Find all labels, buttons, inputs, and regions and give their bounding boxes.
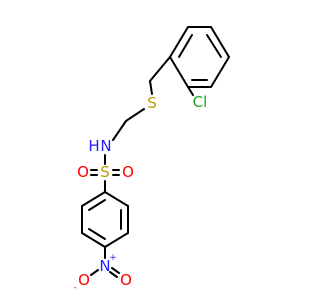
bond — [81, 232, 106, 248]
amine-nitrogen-atom: N — [100, 137, 111, 155]
bond — [104, 191, 129, 207]
bond — [210, 56, 230, 88]
chlorine-atom: Cl — [193, 93, 208, 111]
sulfonyl-oxygen-right-atom: O — [122, 163, 134, 181]
molecule-canvas: Cl S N H S O O N + O - O — [73, 26, 230, 293]
nitro-nitrogen-atom: N — [99, 257, 110, 275]
bond — [125, 108, 145, 122]
sulfonyl-oxygen-left-atom: O — [77, 163, 89, 181]
nitro-negative-charge: - — [73, 283, 76, 293]
thioether-sulfur-atom: S — [147, 94, 157, 112]
nitro-oxygen-minus-atom: O — [78, 271, 90, 289]
bond — [210, 26, 230, 58]
bond — [104, 232, 129, 248]
bond — [111, 267, 120, 274]
bond — [206, 34, 222, 58]
bond — [149, 56, 171, 82]
bond — [169, 26, 189, 58]
bond — [109, 271, 118, 278]
bond — [88, 199, 106, 211]
bond — [88, 228, 106, 240]
bond — [187, 86, 194, 96]
nitro-oxygen-atom: O — [120, 271, 132, 289]
bond — [90, 269, 99, 276]
bond — [149, 80, 153, 95]
nitro-positive-charge: + — [109, 253, 117, 263]
amine-hydrogen-atom: H — [88, 137, 99, 155]
nitrobenzene-ring — [81, 191, 129, 248]
bond — [178, 34, 193, 58]
molecule-diagram: Cl S N H S O O N + O - O — [73, 26, 230, 293]
bond — [81, 191, 106, 207]
sulfonyl-sulfur-atom: S — [100, 163, 110, 181]
bond — [112, 120, 127, 141]
chlorobenzene-ring — [169, 26, 230, 88]
bond — [169, 56, 189, 88]
